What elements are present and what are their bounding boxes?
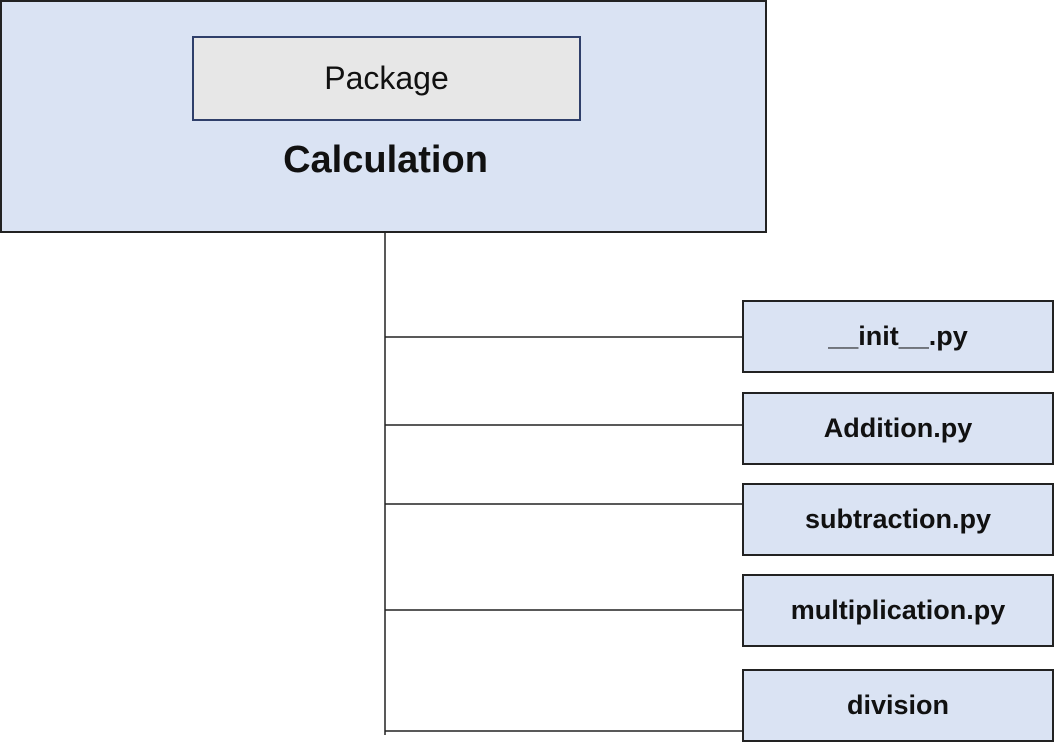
package-name: Calculation	[283, 139, 488, 181]
module-division: division	[742, 669, 1054, 742]
module-init: __init__.py	[742, 300, 1054, 373]
package-node: Package Calculation	[0, 0, 767, 233]
module-multiplication: multiplication.py	[742, 574, 1054, 647]
package-tag-label: Package	[192, 36, 581, 121]
module-subtraction: subtraction.py	[742, 483, 1054, 556]
module-addition: Addition.py	[742, 392, 1054, 465]
